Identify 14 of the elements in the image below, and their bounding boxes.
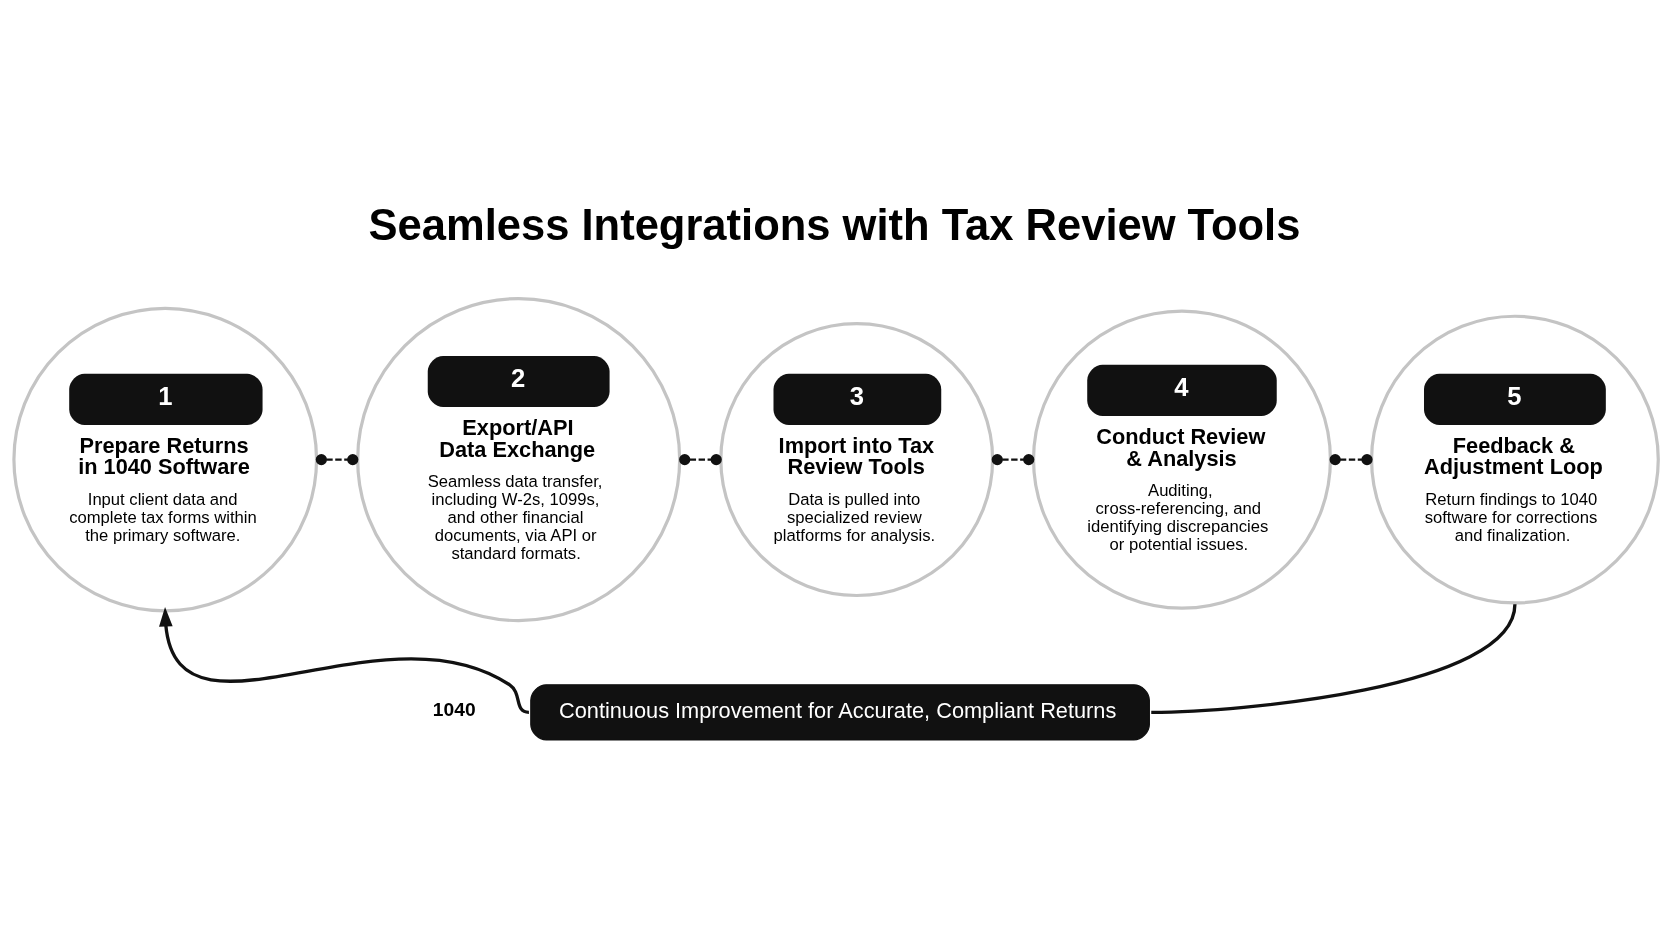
connector xyxy=(991,453,1035,466)
node-box: Continuous Improvement for Accurate, Compliant Returns xyxy=(530,684,1150,741)
connector xyxy=(679,453,722,466)
connector xyxy=(1329,453,1373,466)
connector xyxy=(315,453,359,466)
node-circle: 5 Feedback & Adjustment Loop Return findings to 1040 software for corrections and finalization. xyxy=(1369,314,1660,605)
connector xyxy=(1151,603,1517,714)
label: 1040 xyxy=(432,698,476,720)
arrow xyxy=(159,606,530,714)
node-circle: 1 Prepare Returns in 1040 Software Input client data and complete tax forms within the primary software. xyxy=(12,306,319,613)
node-circle: 2 Export/API Data Exchange Seamless data transfer, including W-2s, 1099s, and other financial documents, via API or standard formats. xyxy=(356,297,682,623)
diagram-title: Seamless Integrations with Tax Review Tools xyxy=(368,200,1301,249)
node-circle: 3 Import into Tax Review Tools Data is pulled into specialized review platforms for analysis. xyxy=(719,322,995,598)
node-circle: 4 Conduct Review & Analysis Auditing, cross-referencing, and identifying discrepancies or potential issues. xyxy=(1031,309,1333,610)
